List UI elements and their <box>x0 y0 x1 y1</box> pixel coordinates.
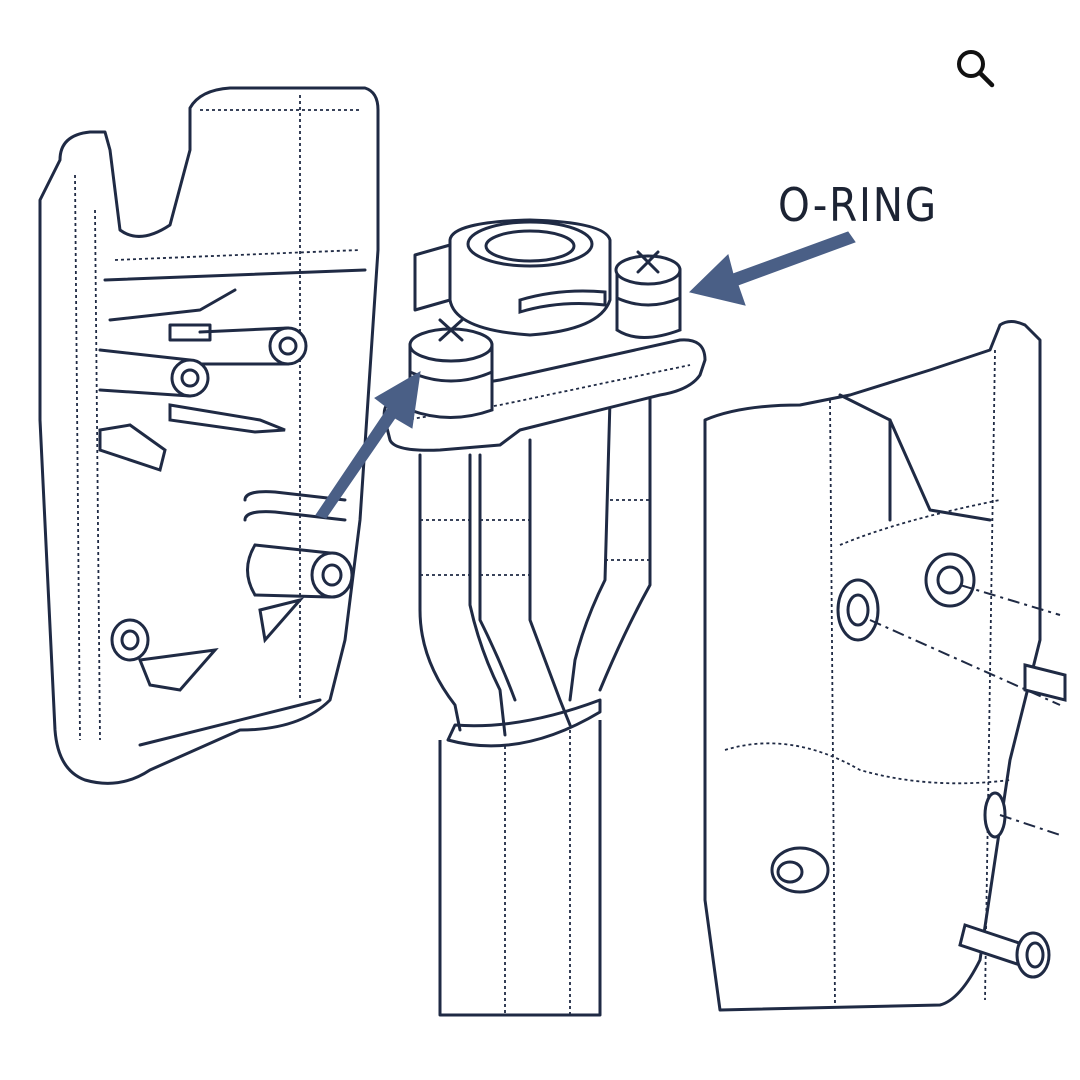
o-ring-callout-arrows <box>315 231 856 519</box>
o-ring-callout-label: O-RING <box>778 178 938 232</box>
zoom-button[interactable] <box>948 40 1004 96</box>
callout-arrow-right <box>688 231 856 306</box>
magnifier-icon <box>948 40 1004 96</box>
callout-arrow-left <box>315 371 421 519</box>
right-housing-half <box>703 320 1067 1012</box>
left-housing-half <box>38 86 380 785</box>
central-manifold <box>382 218 707 1017</box>
